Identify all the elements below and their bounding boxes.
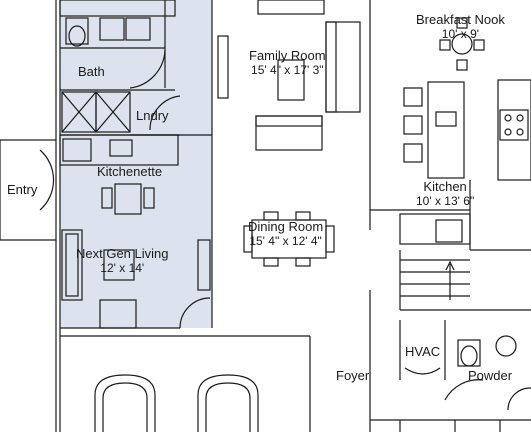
kitchen-sink-counter (399, 213, 471, 245)
powder-label: Powder (468, 368, 513, 383)
dining-room-dims: 15' 4" x 12' 4" (249, 234, 322, 248)
family-room-label: Family Room 15' 4" x 17' 3" (249, 48, 326, 77)
next-gen-living-dims: 12' x 14' (100, 261, 145, 275)
ngl-coffee-table (103, 249, 135, 281)
kitchen-cooktop (499, 109, 529, 141)
next-gen-living-label: Next Gen Living 12' x 14' (76, 246, 169, 275)
dining-room-label: Dining Room 15' 4" x 12' 4" (248, 219, 324, 248)
garage-car-2 (197, 374, 259, 432)
bath-tub (59, 0, 176, 17)
entry-label: Entry (7, 182, 38, 197)
family-room-sofa-right (325, 21, 361, 113)
bath-toilet (65, 17, 89, 45)
laundry-label: Lndry (136, 108, 169, 123)
kitchen-label: Kitchen 10' x 13' 6" (416, 179, 475, 208)
entry-door-swing (39, 149, 55, 211)
laundry-door-swing (149, 95, 181, 131)
ngl-chair (99, 299, 137, 329)
ngl-door-swing (179, 297, 211, 329)
ngl-tv-console (197, 239, 211, 291)
kitchen-counter-east (497, 79, 531, 181)
family-room-coffee-table (277, 59, 305, 101)
ngl-sofa (61, 229, 83, 301)
kitchenette-label: Kitchenette (97, 164, 163, 179)
breakfast-nook-dims: 10' x 9' (441, 27, 480, 41)
kitchenette-sink (62, 138, 92, 162)
hvac-door-swing (404, 367, 441, 375)
bath-door-swing (129, 49, 166, 89)
powder-sink (495, 335, 517, 357)
family-room-tv (217, 35, 229, 99)
kitchenette-counter (59, 134, 179, 166)
family-room-sofa-bottom (255, 115, 323, 151)
bath-label: Bath (78, 64, 105, 79)
family-room-dims: 15' 4" x 17' 3" (251, 63, 324, 77)
kitchen-island (427, 81, 465, 179)
foyer-label: Foyer (336, 368, 370, 383)
entry-step (0, 139, 57, 241)
kitchenette-table (114, 183, 142, 215)
breakfast-nook-label: Breakfast Nook 10' x 9' (416, 12, 505, 41)
family-room-sofa-top (257, 0, 325, 15)
hvac-label: HVAC (405, 344, 441, 359)
kitchen-dims: 10' x 13' 6" (416, 194, 475, 208)
nook-table (451, 33, 473, 55)
garage-car-1 (94, 374, 156, 432)
next-gen-suite-highlight (60, 0, 212, 328)
